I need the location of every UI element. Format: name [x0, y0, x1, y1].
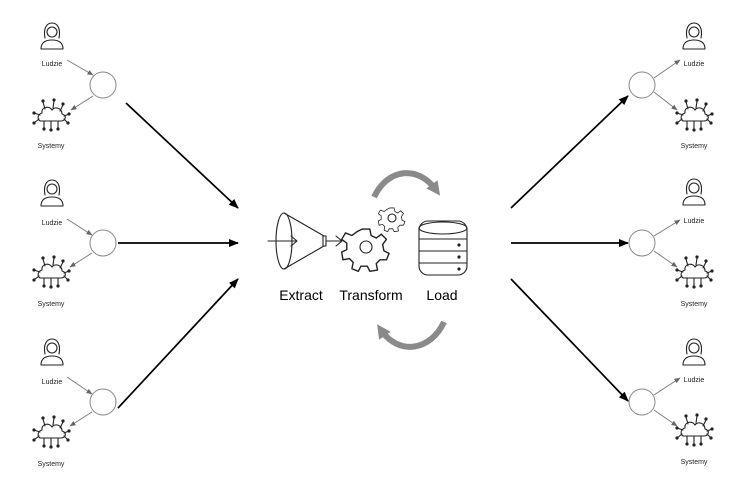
source-group-3: Ludzie Systemy — [31, 338, 117, 468]
connector-arrow — [653, 409, 678, 427]
target-group-3: Ludzie Systemy — [628, 338, 715, 466]
connector-arrow — [69, 411, 93, 427]
gears-icon — [340, 207, 406, 273]
systems-label: Systemy — [38, 143, 65, 150]
cloud-network-icon — [674, 97, 715, 133]
hub-node — [89, 71, 117, 99]
person-icon — [40, 338, 64, 366]
systems-label: Systemy — [681, 143, 708, 150]
connector-arrow — [70, 95, 94, 111]
systems-label: Systemy — [681, 301, 708, 308]
person-icon — [682, 338, 706, 366]
systems-label: Systemy — [681, 459, 708, 466]
cloud-network-icon — [674, 254, 715, 290]
people-label: Ludzie — [684, 61, 705, 68]
source-group-2: Ludzie Systemy — [31, 179, 117, 308]
connector-arrow — [66, 218, 93, 236]
connector-arrow — [69, 252, 93, 268]
flow-arrow-out-1 — [510, 95, 629, 209]
person-icon — [682, 178, 706, 206]
source-group-1: Ludzie Systemy — [31, 22, 117, 150]
people-label: Ludzie — [42, 220, 63, 227]
database-icon — [418, 220, 468, 276]
hub-node — [89, 229, 117, 257]
flow-arrow-in-1 — [125, 102, 239, 209]
cloud-network-icon — [31, 414, 72, 450]
cycle-arrow-bottom — [377, 320, 447, 350]
hub-node — [628, 229, 656, 257]
transform-label: Transform — [339, 287, 402, 303]
person-icon — [40, 179, 64, 207]
cloud-network-icon — [31, 97, 72, 133]
people-label: Ludzie — [684, 218, 705, 225]
load-label: Load — [426, 287, 457, 303]
hub-node — [628, 388, 656, 416]
person-icon — [40, 22, 64, 50]
connector-arrow — [66, 59, 94, 76]
extract-label: Extract — [279, 287, 323, 303]
flow-arrow-in-3 — [117, 278, 239, 409]
connector-arrow — [653, 219, 681, 237]
hub-node — [89, 388, 117, 416]
flow-arrow-out-3 — [510, 278, 629, 402]
target-group-2: Ludzie Systemy — [628, 178, 715, 308]
connector-arrow — [653, 377, 681, 396]
connector-arrow — [653, 59, 681, 79]
people-label: Ludzie — [684, 377, 705, 384]
cloud-network-icon — [31, 254, 72, 290]
connector-arrow — [653, 91, 678, 111]
cloud-network-icon — [674, 412, 715, 448]
systems-label: Systemy — [38, 461, 65, 468]
connector-arrow — [66, 376, 93, 395]
people-label: Ludzie — [42, 379, 63, 386]
person-icon — [682, 22, 706, 50]
hub-node — [628, 71, 656, 99]
people-label: Ludzie — [42, 61, 63, 68]
funnel-icon — [267, 212, 343, 270]
systems-label: Systemy — [38, 301, 65, 308]
connector-arrow — [653, 250, 678, 268]
target-group-1: Ludzie Systemy — [628, 22, 715, 150]
cycle-arrow-top — [371, 170, 441, 199]
